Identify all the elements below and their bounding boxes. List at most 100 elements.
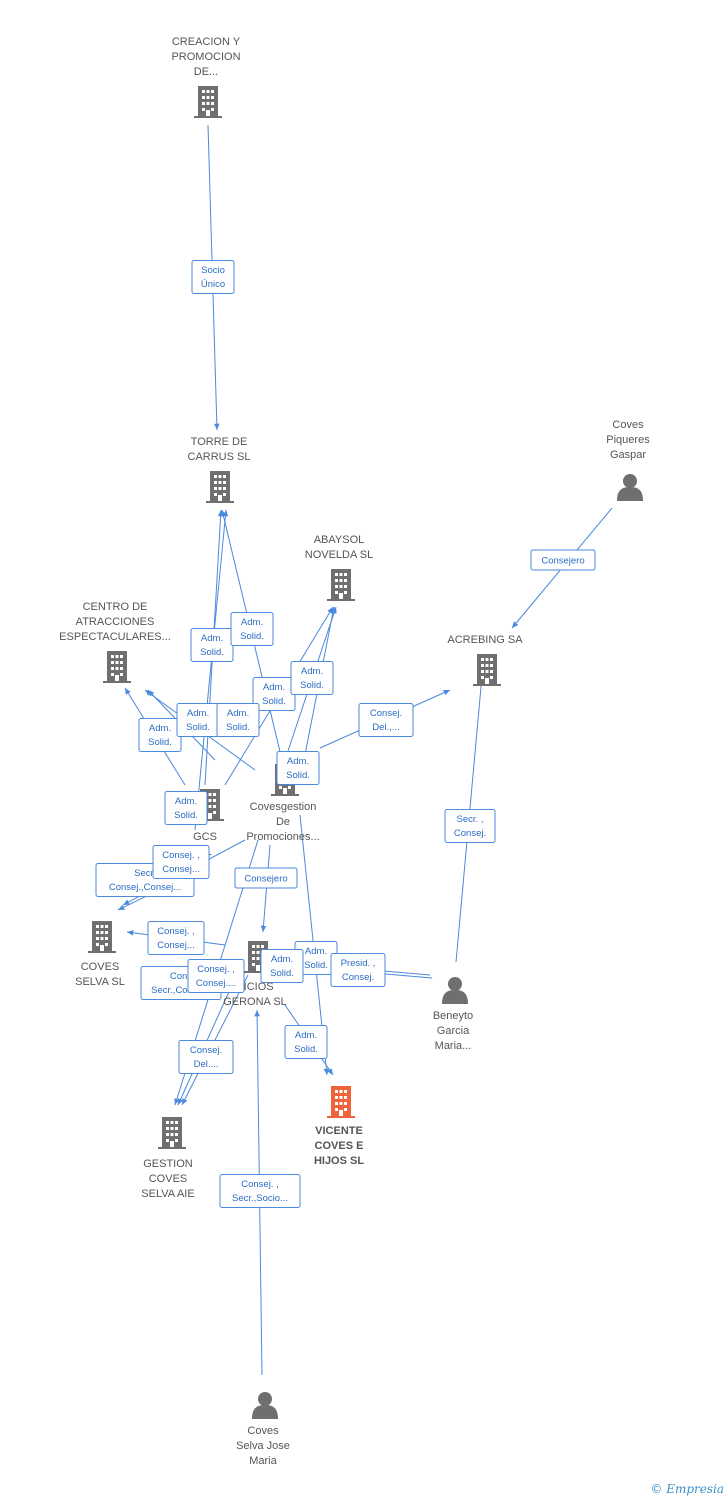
edge-label-box bbox=[191, 260, 235, 294]
edge-label-e13[interactable]: Secr. , Consej. bbox=[444, 809, 496, 843]
edge-label-text: Adm. bbox=[271, 954, 293, 965]
edge-label-box bbox=[152, 845, 210, 879]
edge-label-text: Consej. , bbox=[197, 964, 235, 975]
edge-label-text: Secr. , bbox=[457, 814, 484, 825]
edge-label-text: Consej. , bbox=[241, 1179, 279, 1190]
brand-name: Empresia bbox=[666, 1482, 724, 1496]
edge-label-text: Adm. bbox=[227, 708, 249, 719]
edge-label-e7[interactable]: Adm.Solid. bbox=[138, 718, 182, 752]
edge-label-e20[interactable]: Adm. Solid. bbox=[294, 941, 338, 975]
node-label-line: ABAYSOL bbox=[314, 534, 365, 546]
edge-label-e8[interactable]: Adm. Solid. bbox=[176, 703, 220, 737]
node-label-line: Maria bbox=[249, 1455, 277, 1467]
node-label-line: CREACION Y bbox=[172, 36, 241, 48]
edge-label-e5[interactable]: Adm.Solid. bbox=[252, 677, 296, 711]
edge-label-e15[interactable]: Consej. , Consej... bbox=[152, 845, 210, 879]
copyright-symbol: © bbox=[650, 1482, 663, 1496]
watermark: © Empresia bbox=[650, 1482, 724, 1496]
edge-label-box bbox=[219, 1174, 301, 1208]
company-node-centro[interactable]: CENTRO DEATRACCIONESESPECTACULARES... bbox=[59, 601, 171, 683]
node-label-line: HIJOS SL bbox=[314, 1155, 364, 1167]
company-node-creacion[interactable]: CREACION YPROMOCIONDE... bbox=[171, 36, 241, 118]
node-label-line: De bbox=[276, 816, 290, 828]
edge-label-text: Solid. bbox=[286, 770, 310, 781]
node-label-line: SELVA SL bbox=[75, 976, 125, 988]
node-label-line: CARRUS SL bbox=[188, 451, 251, 463]
edge-label-text: Adm. bbox=[175, 796, 197, 807]
company-node-acrebing[interactable]: ACREBING SA bbox=[447, 634, 523, 686]
edge-label-e9[interactable]: Adm. Solid. bbox=[216, 703, 260, 737]
person-node-beneyto[interactable]: BeneytoGarciaMaria... bbox=[433, 977, 473, 1052]
edge-label-box bbox=[358, 703, 414, 737]
edge-label-e25[interactable]: Consej. ,Secr.,Socio... bbox=[219, 1174, 301, 1208]
edge-label-text: Solid. bbox=[226, 722, 250, 733]
edge-label-e22[interactable]: Presid. ,Consej. bbox=[330, 953, 386, 987]
node-label-line: Coves bbox=[247, 1425, 279, 1437]
node-label-line: ACREBING SA bbox=[447, 634, 523, 646]
node-label-line: TORRE DE bbox=[191, 436, 248, 448]
edge-label-box bbox=[276, 751, 320, 785]
edge-label-text: Cons bbox=[170, 971, 192, 982]
edge-label-text: Solid. bbox=[300, 680, 324, 691]
edge-label-box bbox=[147, 921, 205, 955]
node-label-line: GERONA SL bbox=[223, 996, 287, 1008]
edge-label-e19[interactable]: Consej. , Consej.... bbox=[187, 959, 245, 993]
edge-label-e12[interactable]: Adm.Solid. bbox=[164, 791, 208, 825]
edge-label-e21[interactable]: Adm. Solid. bbox=[260, 949, 304, 983]
edge-label-box bbox=[444, 809, 496, 843]
edge-label-text: Presid. , bbox=[341, 958, 376, 969]
edge-label-e16[interactable]: Consejero bbox=[234, 867, 298, 889]
person-icon bbox=[252, 1392, 278, 1419]
edge-label-e2[interactable]: Consejero bbox=[530, 549, 596, 571]
edge-label-box bbox=[216, 703, 260, 737]
company-node-torre[interactable]: TORRE DE CARRUS SL bbox=[188, 436, 251, 503]
edge-label-e10[interactable]: Consej.Del.,... bbox=[358, 703, 414, 737]
edge-labels-layer: SocioÚnicoConsejeroAdm.Solid.Adm.Solid.A… bbox=[95, 260, 596, 1208]
node-label-line: COVES bbox=[149, 1173, 188, 1185]
edge-label-text: Adm. bbox=[305, 946, 327, 957]
edge-label-text: Adm. bbox=[241, 617, 263, 628]
edge-label-e3[interactable]: Adm.Solid. bbox=[190, 628, 234, 662]
edge-label-text: Consej... bbox=[162, 864, 200, 875]
edge-label-text: Consej. bbox=[454, 828, 486, 839]
building-icon bbox=[327, 569, 355, 601]
node-label-line: COVES E bbox=[315, 1140, 364, 1152]
node-label-line: Maria... bbox=[435, 1040, 472, 1052]
edge-label-text: Consej. , bbox=[162, 850, 200, 861]
building-icon bbox=[327, 1086, 355, 1118]
edge-label-box bbox=[260, 949, 304, 983]
node-label-line: Beneyto bbox=[433, 1010, 473, 1022]
edge-label-e4[interactable]: Adm.Solid. bbox=[230, 612, 274, 646]
edge-label-text: Adm. bbox=[287, 756, 309, 767]
node-label-line: CENTRO DE bbox=[83, 601, 148, 613]
person-icon bbox=[442, 977, 468, 1004]
edge-label-e24[interactable]: Consej.Del.... bbox=[178, 1040, 234, 1074]
company-node-coves_selva_sl[interactable]: COVES SELVA SL bbox=[75, 921, 125, 988]
node-label-line: VICIOS bbox=[236, 981, 273, 993]
edge-label-text: Consej.... bbox=[196, 978, 236, 989]
edge-label-text: Secr. bbox=[134, 868, 156, 879]
company-node-servicios[interactable]: VICIOS GERONA SL bbox=[223, 941, 287, 1008]
edge-label-box bbox=[230, 612, 274, 646]
node-label-line: GCS bbox=[193, 831, 217, 843]
node-label-line: COVES bbox=[81, 961, 120, 973]
edge-label-text: Consejero bbox=[541, 556, 584, 567]
edge-label-e23[interactable]: Adm.Solid. bbox=[284, 1025, 328, 1059]
edge-label-text: Solid. bbox=[270, 968, 294, 979]
edge-label-e17[interactable]: Consej. ,Consej... bbox=[147, 921, 205, 955]
node-label-line: ESPECTACULARES... bbox=[59, 631, 171, 643]
edge-label-text: Adm. bbox=[295, 1030, 317, 1041]
edge-label-e11[interactable]: Adm. Solid. bbox=[276, 751, 320, 785]
edge-label-text: Adm. bbox=[187, 708, 209, 719]
edge-label-text: Solid. bbox=[186, 722, 210, 733]
edge-label-box bbox=[290, 661, 334, 695]
edge-label-text: Solid. bbox=[304, 960, 328, 971]
company-node-covesgestion[interactable]: CovesgestionDePromociones... bbox=[246, 764, 320, 843]
edge-label-e6[interactable]: Adm.Solid. bbox=[290, 661, 334, 695]
